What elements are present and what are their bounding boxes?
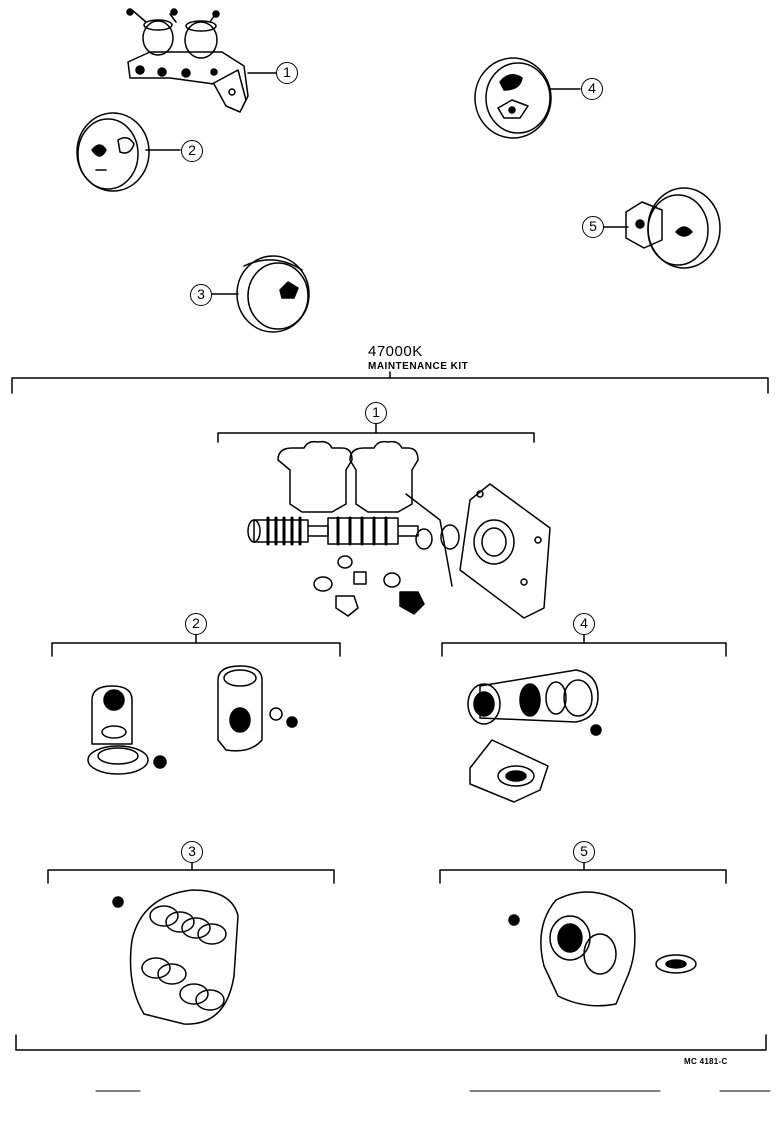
master-cylinder-assembly: [126, 8, 249, 113]
group-2-parts: [87, 665, 298, 775]
group-callout-5: 5: [573, 841, 595, 863]
brake-disc-assembly-2: [76, 112, 150, 192]
group-callout-2: 2: [185, 613, 207, 635]
kit-bracket-bottom: [15, 1034, 767, 1051]
group-callout-4: 4: [573, 613, 595, 635]
group-5-parts: [508, 891, 697, 1007]
group-4-bracket: [441, 642, 727, 657]
group-3-bracket: [47, 869, 335, 884]
overview-callout-4: 4: [581, 78, 603, 100]
group-5-bracket: [439, 869, 727, 884]
overview-callout-2: 2: [181, 140, 203, 162]
overview-callout-1: 1: [276, 62, 298, 84]
group-2-bracket: [51, 642, 341, 657]
overview-callout-5: 5: [582, 216, 604, 238]
diagram-code: MC 4181-C: [684, 1057, 728, 1066]
group-1-parts: [247, 440, 551, 619]
brake-disc-assembly-4: [474, 57, 552, 139]
overview-callout-3: 3: [190, 284, 212, 306]
group-1-bracket: [217, 432, 535, 443]
group-callout-3: 3: [181, 841, 203, 863]
brake-disc-assembly-5: [625, 187, 721, 269]
group-4-parts: [467, 669, 602, 803]
kit-name: MAINTENANCE KIT: [368, 361, 469, 372]
group-3-parts: [112, 889, 239, 1025]
brake-disc-assembly-3: [236, 255, 310, 333]
group-callout-1: 1: [365, 402, 387, 424]
kit-part-number: 47000K: [368, 343, 423, 360]
kit-bracket-top: [11, 377, 769, 394]
